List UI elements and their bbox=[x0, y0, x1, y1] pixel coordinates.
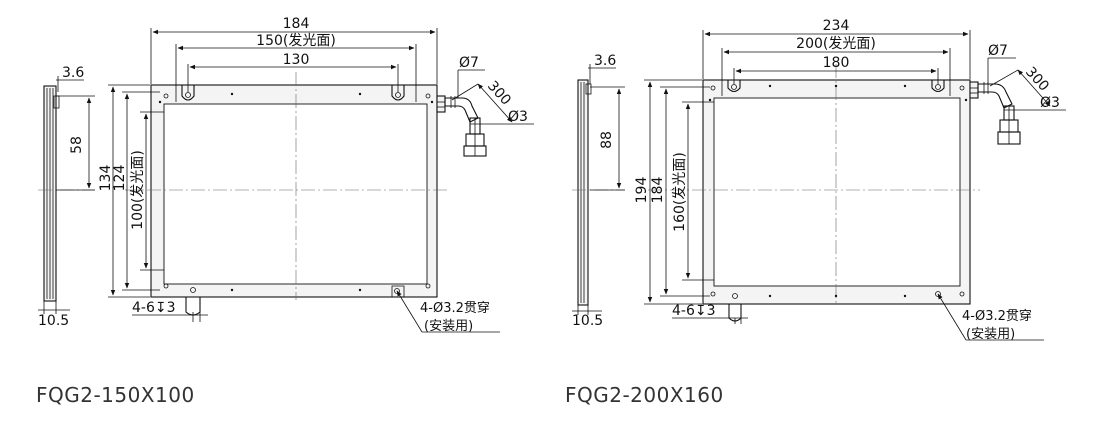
dim-cable-length: 300 bbox=[1022, 64, 1052, 95]
drawing-fqg2-200x160: 3.6 88 10.5 bbox=[565, 18, 1066, 407]
dim-height-inner: 184 bbox=[650, 177, 666, 204]
slot-note-left: 4-6↧3 bbox=[132, 300, 208, 322]
dim-emit-height: 160(发光面) bbox=[672, 152, 688, 232]
front-view-left bbox=[125, 72, 450, 316]
side-view-left: 3.6 58 10.5 bbox=[38, 65, 95, 329]
dim-emit-height: 100(发光面) bbox=[130, 150, 146, 230]
dim-emit-width: 150(发光面) bbox=[256, 33, 336, 49]
left-dimensions-right: 194 184 160(发光面) bbox=[634, 79, 714, 305]
dim-outer-width: 234 bbox=[823, 18, 850, 34]
dim-height-inner: 124 bbox=[112, 165, 128, 192]
hole-note-line2: (安装用) bbox=[424, 319, 473, 334]
cable-left: Ø7 300 Ø3 bbox=[444, 55, 534, 157]
dim-hole-spacing: 180 bbox=[823, 55, 850, 71]
hole-note-line2: (安装用) bbox=[966, 327, 1015, 342]
dim-wire-diameter: Ø3 bbox=[1040, 95, 1060, 111]
dim-hole-spacing: 130 bbox=[283, 52, 310, 68]
side-view-right: 3.6 88 10.5 bbox=[572, 53, 625, 329]
dim-side-depth: 10.5 bbox=[38, 313, 69, 329]
cable-right: Ø7 300 Ø3 bbox=[977, 43, 1066, 145]
dim-side-depth: 10.5 bbox=[572, 313, 603, 329]
dim-side-height: 88 bbox=[599, 131, 615, 149]
dim-side-thickness: 3.6 bbox=[594, 53, 616, 69]
hole-note-left: 4-Ø3.2贯穿 (安装用) bbox=[396, 290, 500, 334]
hole-note-right: 4-Ø3.2贯穿 (安装用) bbox=[937, 293, 1044, 342]
hole-note-line1: 4-Ø3.2贯穿 bbox=[962, 308, 1032, 324]
dim-wire-diameter: Ø3 bbox=[508, 109, 528, 125]
dim-emit-width: 200(发光面) bbox=[796, 36, 876, 52]
slot-note: 4-6↧3 bbox=[672, 303, 716, 319]
dim-side-height: 58 bbox=[69, 136, 85, 154]
drawing-fqg2-150x100: 3.6 58 10.5 bbox=[36, 16, 534, 407]
dim-outer-height: 194 bbox=[634, 177, 650, 204]
front-view-right bbox=[648, 64, 980, 322]
dim-cable-diameter: Ø7 bbox=[459, 55, 479, 71]
dim-cable-length: 300 bbox=[484, 78, 514, 109]
slot-note-right: 4-6↧3 bbox=[672, 303, 748, 324]
dim-side-thickness: 3.6 bbox=[62, 65, 84, 81]
dim-outer-width: 184 bbox=[283, 16, 310, 32]
hole-note-line1: 4-Ø3.2贯穿 bbox=[420, 300, 490, 316]
dim-cable-diameter: Ø7 bbox=[988, 43, 1008, 59]
left-dimensions-left: 134 124 100(发光面) bbox=[98, 84, 164, 298]
model-caption: FQG2-150X100 bbox=[36, 383, 195, 407]
model-caption: FQG2-200X160 bbox=[565, 383, 724, 407]
dim-outer-height: 134 bbox=[98, 165, 114, 192]
top-dimensions-right: 234 200(发光面) 180 bbox=[702, 18, 971, 96]
slot-note: 4-6↧3 bbox=[132, 300, 176, 316]
top-dimensions-left: 184 150(发光面) 130 bbox=[150, 16, 438, 102]
